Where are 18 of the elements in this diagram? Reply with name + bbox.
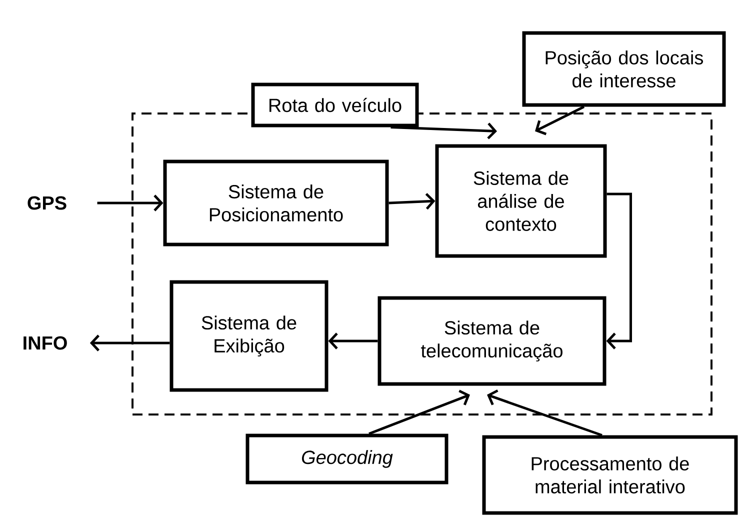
arrow: [97, 194, 164, 212]
arrow: [388, 192, 436, 210]
process-box: Sistema de Posicionamento: [163, 160, 389, 246]
arrow: [390, 122, 497, 140]
dashed-boundary: [132, 112, 712, 416]
process-box: Processamento de material interativo: [482, 435, 738, 515]
arrow: [535, 106, 585, 136]
process-box: Rota do veículo: [251, 82, 419, 128]
signal-label: GPS: [28, 196, 66, 210]
arrow: [90, 334, 170, 352]
process-box: Posição dos locais de interesse: [522, 31, 726, 107]
signal-label: INFO: [24, 336, 67, 350]
process-box: Geocoding: [246, 434, 448, 484]
process-box: Sistema de telecomunicação: [378, 296, 606, 386]
process-box: Sistema de Exibição: [170, 280, 328, 392]
process-box: Sistema de análise de contexto: [435, 144, 607, 258]
arrow: [328, 332, 378, 350]
arrow: [606, 192, 632, 350]
